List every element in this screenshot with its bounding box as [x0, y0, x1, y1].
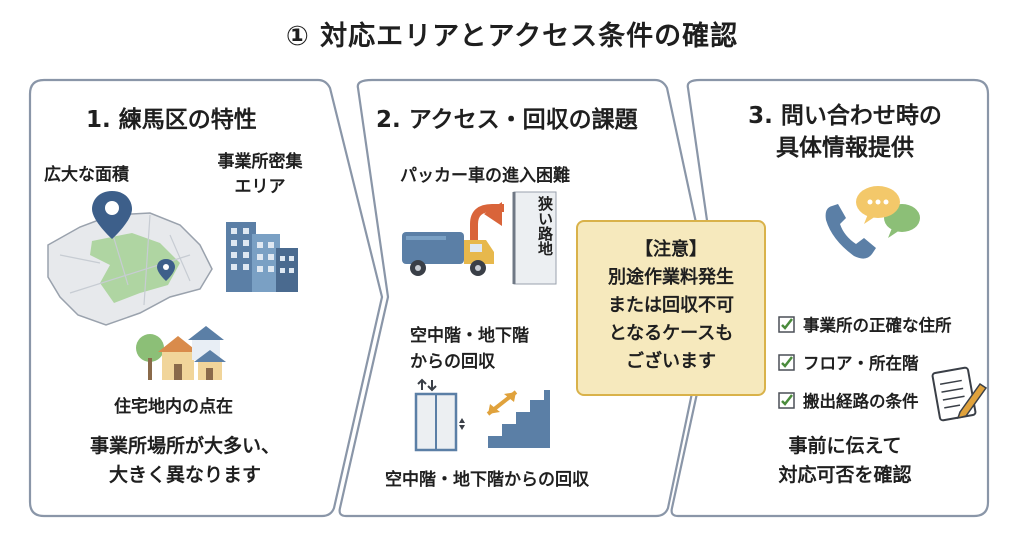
- upper-lower-label-line2: からの回収: [410, 352, 495, 372]
- map-green-area: [90, 233, 180, 303]
- diagonal-arrow-icon: [486, 390, 518, 416]
- stairs-icon: [488, 390, 550, 448]
- notice-text: 【注意】 別途作業料発生 または回収不可 となるケースも ございます: [578, 236, 764, 376]
- nerima-map-illustration: [47, 191, 213, 326]
- panel-1-heading: 1. 練馬区の特性: [86, 107, 257, 133]
- panel-2-heading: 2. アクセス・回収の課題: [376, 107, 638, 133]
- checklist-item-label: 事業所の正確な住所: [803, 316, 952, 335]
- upper-lower-label: 空中階・地下階 からの回収: [410, 323, 529, 375]
- notice-line1: 別途作業料発生: [608, 267, 734, 288]
- office-area-label-line2: エリア: [234, 177, 286, 197]
- checklist-item: 搬出経路の条件: [778, 388, 952, 412]
- panel-1-frame: [28, 78, 384, 518]
- checkbox-checked-icon: [778, 353, 795, 371]
- map-pin-small-icon: [157, 259, 175, 281]
- notice-box: 【注意】 別途作業料発生 または回収不可 となるケースも ございます: [576, 220, 766, 396]
- packer-truck-illustration: [402, 191, 557, 285]
- panel-3-footer-line1: 事前に伝えて: [788, 435, 902, 457]
- elevator-icon: [414, 378, 465, 452]
- panel-1-footer: 事業所場所が大多い、 大きく異なります: [50, 432, 320, 490]
- packer-truck-label: パッカー車の進入困難: [400, 166, 570, 186]
- panel-3-heading: 3. 問い合わせ時の 具体情報提供: [730, 100, 960, 164]
- office-area-label: 事業所密集 エリア: [200, 150, 320, 200]
- phone-chat-icon: [825, 186, 920, 259]
- turn-arrow-icon: [470, 202, 504, 244]
- checkbox-checked-icon: [778, 391, 795, 409]
- checklist-item: 事業所の正確な住所: [778, 312, 952, 336]
- panel-3-heading-line1: 3. 問い合わせ時の: [748, 103, 942, 129]
- upper-lower-label-line1: 空中階・地下階: [410, 326, 529, 346]
- checklist-item-label: フロア・所在階: [803, 354, 919, 373]
- panel-2-footer: 空中階・地下階からの回収: [385, 470, 589, 490]
- residential-label: 住宅地内の点在: [114, 397, 233, 417]
- page-title: ① 対応エリアとアクセス条件の確認: [285, 21, 739, 52]
- checkbox-checked-icon: [778, 315, 795, 333]
- notice-heading: 【注意】: [635, 239, 707, 260]
- checklist-item-label: 搬出経路の条件: [803, 392, 919, 411]
- panel-1-footer-line2: 大きく異なります: [108, 464, 261, 486]
- notice-line3: となるケースも: [608, 323, 734, 344]
- map-pin-large-icon: [92, 191, 132, 239]
- checklist-item: フロア・所在階: [778, 350, 952, 374]
- panel-3-heading-line2: 具体情報提供: [776, 135, 914, 161]
- checklist: 事業所の正確な住所 フロア・所在階 搬出経路の条件: [778, 312, 952, 412]
- garbage-truck-icon: [402, 232, 494, 276]
- phone-icon: [825, 204, 876, 259]
- notice-line2: または回収不可: [608, 295, 734, 316]
- houses-icon: [136, 326, 226, 380]
- panel-3-frame: [670, 78, 990, 518]
- notice-line4: ございます: [626, 351, 716, 372]
- office-buildings-icon: [226, 222, 298, 292]
- panel-1-footer-line1: 事業所場所が大多い、: [89, 435, 280, 457]
- panel-3-footer: 事前に伝えて 対応可否を確認: [740, 432, 950, 490]
- large-area-label: 広大な面積: [44, 165, 129, 185]
- notepad-pen-icon: [931, 366, 988, 422]
- narrow-road-label: 狭い路地: [536, 196, 554, 256]
- chat-bubble-icon: [856, 186, 920, 238]
- panel-3-footer-line2: 対応可否を確認: [778, 464, 912, 486]
- office-area-label-line1: 事業所密集: [217, 152, 303, 172]
